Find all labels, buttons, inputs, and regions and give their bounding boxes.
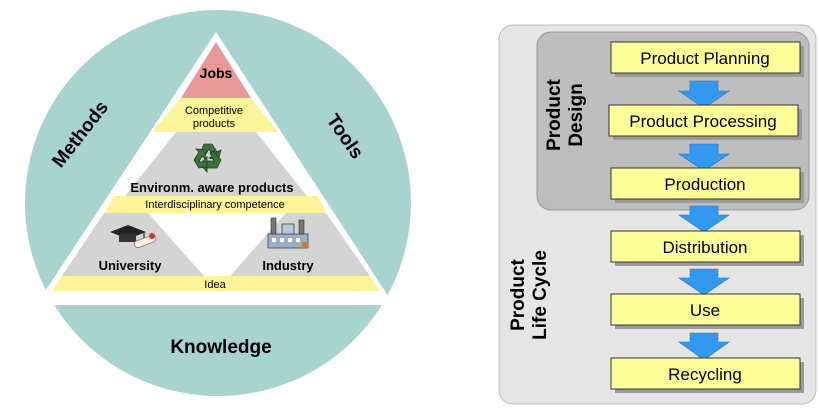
lifecycle-label-line1: Product <box>508 258 529 330</box>
arrow-3 <box>678 205 730 233</box>
idea-band <box>52 276 380 291</box>
product-planning-box <box>610 41 801 74</box>
interdisciplinary-band <box>104 196 326 213</box>
env-aware-label: Environm. aware products <box>130 180 293 195</box>
arrow-2 <box>678 143 730 172</box>
recycling-label: Recycling <box>668 365 742 384</box>
arrow-1 <box>678 80 730 109</box>
lifecycle-label-line2: Life Cycle <box>530 250 551 340</box>
industry-label: Industry <box>262 258 314 273</box>
recycle-icon <box>193 143 222 174</box>
product-processing-box <box>608 104 799 137</box>
production-box <box>610 167 801 200</box>
graduation-cap-icon <box>110 225 157 249</box>
use-label: Use <box>690 301 720 320</box>
competitive-label-line1: Competitive <box>185 105 243 117</box>
competitive-label-line2: products <box>193 118 236 130</box>
factory-icon <box>267 217 309 249</box>
production-label: Production <box>664 175 745 194</box>
arrow-4 <box>678 268 730 296</box>
competitive-band <box>152 98 278 132</box>
arrow-5 <box>678 332 730 361</box>
product-processing-label: Product Processing <box>629 112 776 131</box>
knowledge-label: Knowledge <box>170 337 271 358</box>
distribution-box <box>610 230 801 263</box>
env-aware-band <box>114 132 318 210</box>
design-label-line2: Design <box>566 83 587 146</box>
interdisciplinary-label: Interdisciplinary competence <box>145 199 284 211</box>
flow-arrows <box>678 80 730 361</box>
design-label-line1: Product <box>544 78 565 150</box>
jobs-label: Jobs <box>200 65 233 81</box>
use-box <box>610 293 801 326</box>
university-label: University <box>99 258 163 273</box>
university-segment <box>62 213 204 276</box>
product-planning-label: Product Planning <box>640 49 769 68</box>
recycling-box <box>610 357 801 390</box>
idea-label: Idea <box>204 279 226 291</box>
jobs-tip <box>181 42 251 98</box>
distribution-label: Distribution <box>662 238 747 257</box>
